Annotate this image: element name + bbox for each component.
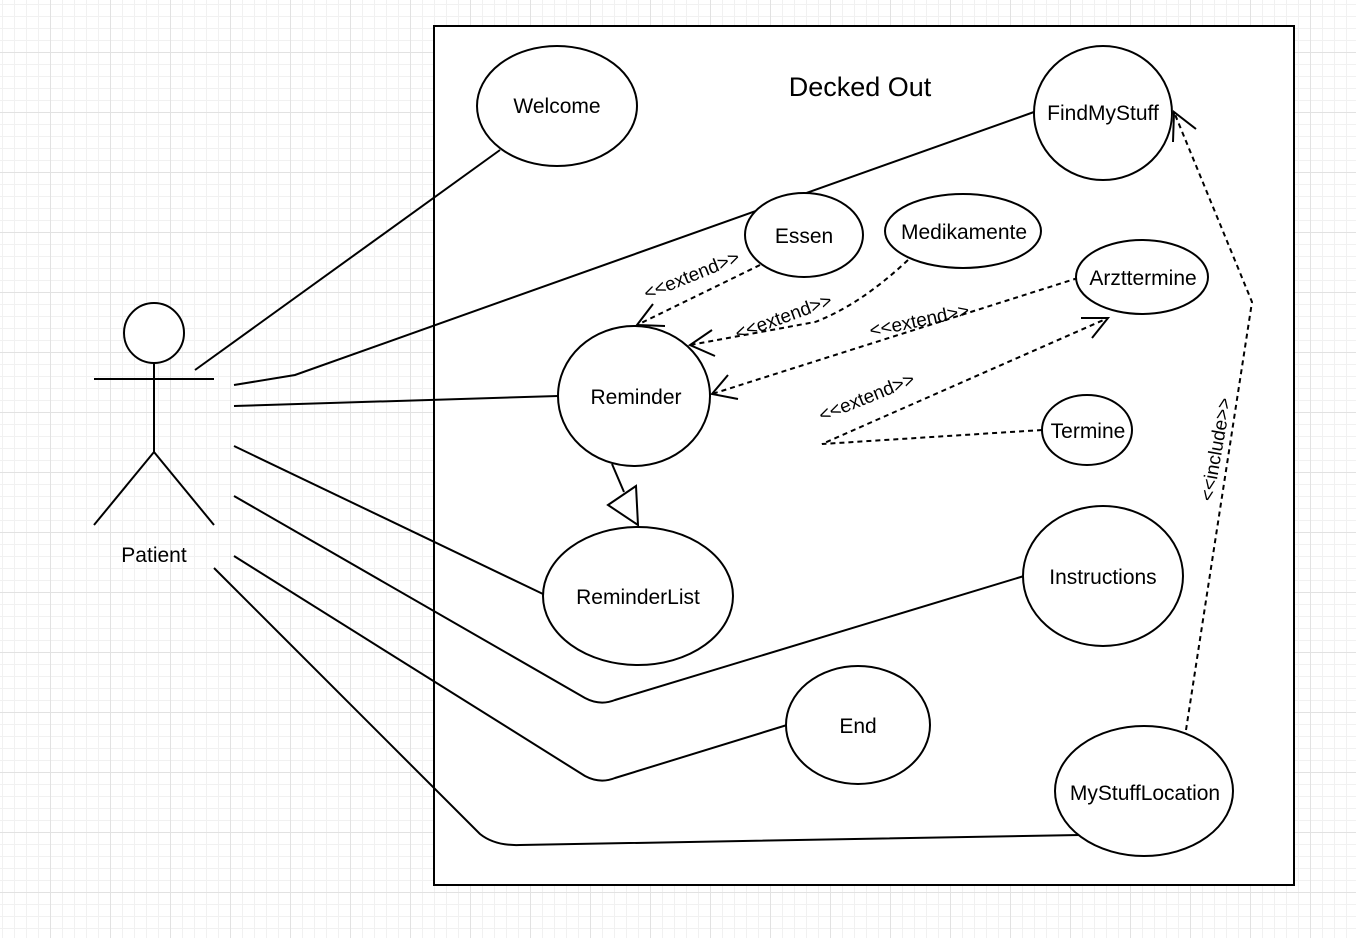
extend-essen-line [636,264,761,326]
usecase-reminder-shape [557,325,711,467]
usecase-medikamente-label: Medikamente [901,221,1027,244]
actor-head [123,302,185,364]
usecase-medikamente[interactable]: Medikamente [884,193,1042,269]
usecase-findmystuff-label: FindMyStuff [1047,102,1159,125]
extend-medikamente-arrowhead [687,329,716,357]
usecase-findmystuff[interactable]: FindMyStuff [1033,45,1173,181]
usecase-reminderlist[interactable]: ReminderList [542,526,734,666]
association-mystufflocation [213,567,1081,847]
usecase-reminder[interactable]: Reminder [557,325,711,467]
usecase-mystufflocation-shape [1054,725,1234,857]
usecase-welcome-shape [476,45,638,167]
generalization-arrowhead [606,484,640,527]
extend-arzttermine-arrowhead [710,374,739,400]
usecase-welcome[interactable]: Welcome [476,45,638,167]
usecase-mystufflocation[interactable]: MyStuffLocation [1054,725,1234,857]
usecase-mystufflocation-label: MyStuffLocation [1070,782,1220,805]
association-end [233,555,788,782]
usecase-essen[interactable]: Essen [744,192,864,278]
association-reminder [233,395,559,407]
usecase-termine-shape [1041,394,1133,466]
usecase-medikamente-shape [884,193,1042,269]
usecase-arzttermine[interactable]: Arzttermine [1075,239,1209,315]
usecase-instructions[interactable]: Instructions [1022,505,1184,647]
usecase-findmystuff-shape [1033,45,1173,181]
usecase-reminder-label: Reminder [590,386,681,409]
include-mystufflocation-arrowhead [1172,110,1197,143]
usecase-termine-label: Termine [1051,420,1126,443]
association-reminderlist [233,445,544,595]
usecase-end-shape [785,665,931,785]
extend-termine-arrowhead [1081,317,1111,339]
usecase-instructions-label: Instructions [1049,566,1156,589]
usecase-instructions-shape [1022,505,1184,647]
actor-left-leg [93,451,155,526]
association-welcome [194,149,501,371]
extend-termine-line [821,317,1109,445]
usecase-termine[interactable]: Termine [1041,394,1133,466]
usecase-welcome-label: Welcome [513,95,600,118]
actor-right-leg [153,451,215,526]
usecase-end[interactable]: End [785,665,931,785]
actor-patient[interactable]: Patient [93,302,215,567]
usecase-essen-label: Essen [775,225,833,248]
generalization-line [611,463,625,493]
association-instructions [233,495,1025,704]
usecase-reminderlist-label: ReminderList [576,586,700,609]
usecase-arzttermine-label: Arzttermine [1089,267,1196,290]
usecase-arzttermine-shape [1075,239,1209,315]
extend-medikamente-line [689,259,909,346]
system-title: Decked Out [789,72,932,102]
include-mystufflocation-line [1173,111,1254,731]
extend-arzttermine-line [711,277,1079,395]
extend-essen-arrowhead [635,303,666,327]
usecase-reminderlist-shape [542,526,734,666]
usecase-essen-shape [744,192,864,278]
actor-label: Patient [121,544,187,567]
usecase-end-label: End [839,715,876,738]
